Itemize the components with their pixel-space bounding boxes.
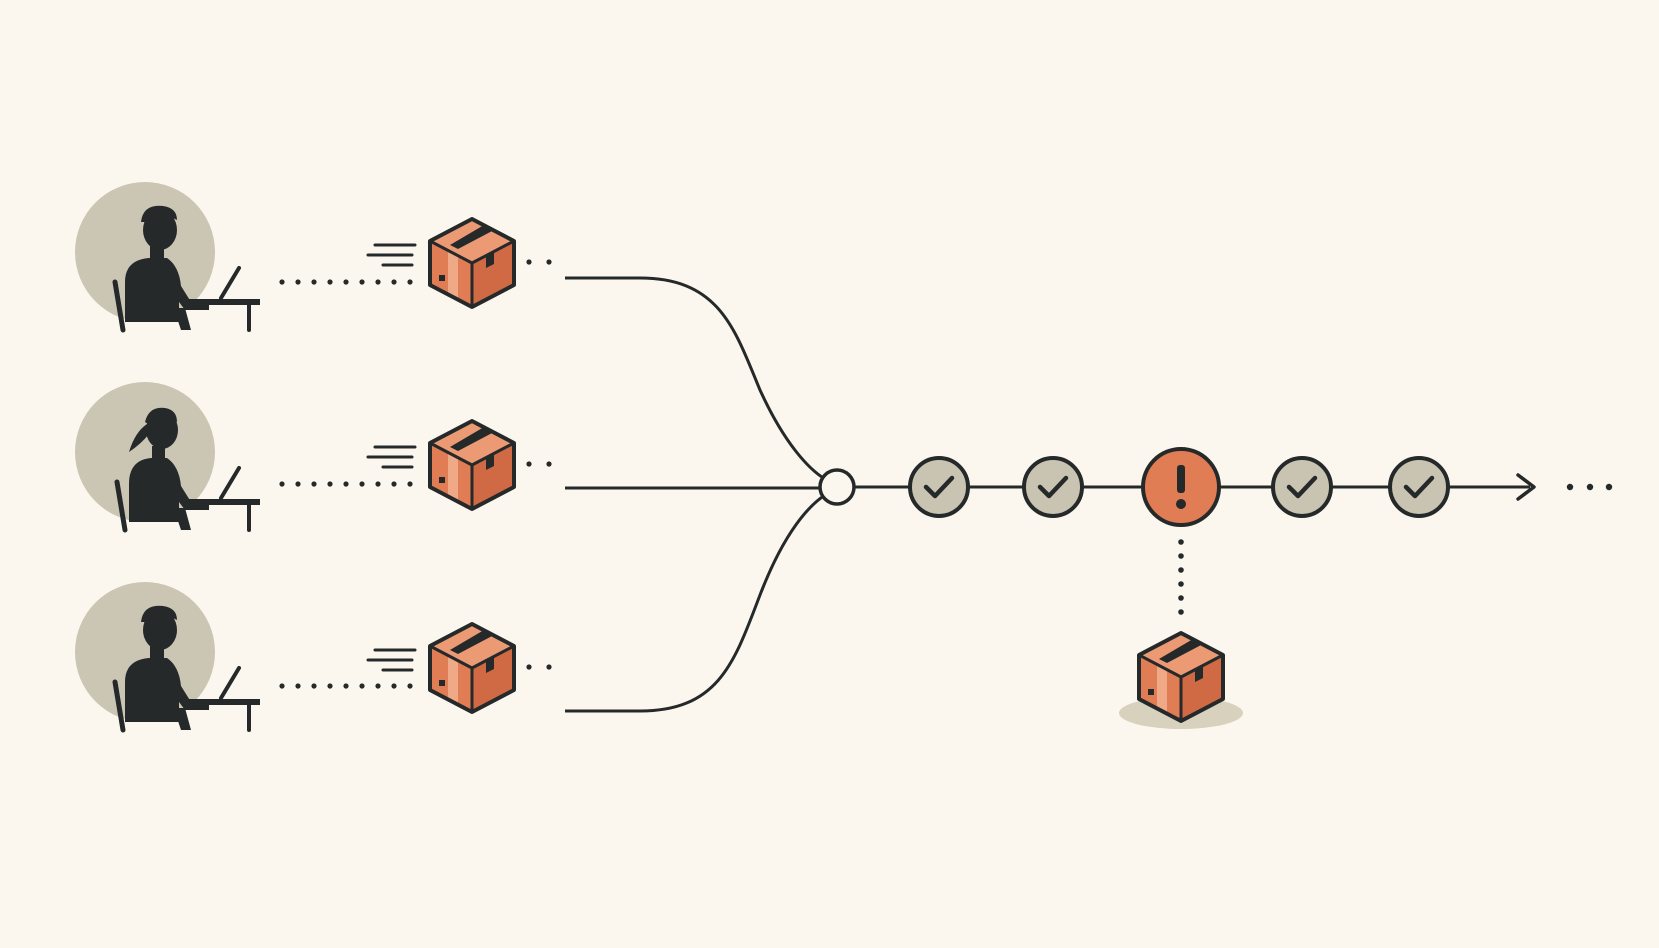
dot xyxy=(1586,483,1594,491)
dot xyxy=(343,481,349,487)
dot xyxy=(391,683,397,689)
dot xyxy=(546,259,552,265)
dotted-connector xyxy=(279,683,413,689)
dot xyxy=(546,664,552,670)
dot xyxy=(375,279,381,285)
dot xyxy=(343,683,349,689)
dot xyxy=(311,279,317,285)
dot xyxy=(407,481,413,487)
dot xyxy=(311,683,317,689)
pipeline-check-passed xyxy=(1022,456,1084,518)
dot xyxy=(343,279,349,285)
dot xyxy=(295,683,301,689)
dot xyxy=(279,279,285,285)
dot xyxy=(526,461,532,467)
exclamation-bar xyxy=(1177,465,1185,493)
dotted-connector xyxy=(279,481,413,487)
dot xyxy=(359,279,365,285)
dotted-connector xyxy=(526,259,552,265)
dot xyxy=(327,481,333,487)
dot xyxy=(1178,567,1184,573)
pipeline-check-passed xyxy=(1388,456,1450,518)
dot xyxy=(1566,483,1574,491)
package-box-icon xyxy=(428,622,516,714)
dot xyxy=(391,279,397,285)
merge-point-icon xyxy=(818,468,856,506)
dot xyxy=(407,279,413,285)
dot xyxy=(407,683,413,689)
pipeline-check-failed xyxy=(1141,447,1221,527)
package-group xyxy=(366,217,552,309)
package-box-icon xyxy=(1137,631,1225,723)
dot xyxy=(295,481,301,487)
package-box-icon xyxy=(428,419,516,511)
passed-check-circle xyxy=(908,456,970,518)
passed-check-circle xyxy=(1271,456,1333,518)
dot xyxy=(1605,483,1613,491)
developer-at-laptop-icon xyxy=(75,382,260,530)
flow-curve xyxy=(565,493,826,713)
dot xyxy=(526,664,532,670)
developer-at-laptop-icon xyxy=(75,182,260,330)
dot xyxy=(295,279,301,285)
dot xyxy=(359,481,365,487)
arrow-right-icon xyxy=(1516,473,1536,501)
dot xyxy=(359,683,365,689)
pipeline-check-passed xyxy=(908,456,970,518)
dot xyxy=(279,481,285,487)
package-box-icon xyxy=(428,217,516,309)
dot xyxy=(327,279,333,285)
dot xyxy=(1178,595,1184,601)
dot xyxy=(311,481,317,487)
passed-check-circle xyxy=(1388,456,1450,518)
dot xyxy=(1178,553,1184,559)
pipeline-check-passed xyxy=(1271,456,1333,518)
developer-at-laptop-icon xyxy=(75,582,260,730)
dot xyxy=(391,481,397,487)
passed-check-circle xyxy=(1022,456,1084,518)
package-group xyxy=(366,419,552,511)
flow-curve xyxy=(565,276,826,481)
package-group xyxy=(366,622,552,714)
dotted-connector xyxy=(526,664,552,670)
dot xyxy=(375,683,381,689)
dot xyxy=(526,259,532,265)
exclamation-dot xyxy=(1176,499,1186,509)
dot xyxy=(375,481,381,487)
dot xyxy=(1178,539,1184,545)
dotted-drop xyxy=(1178,539,1184,615)
exclamation-icon xyxy=(1176,465,1186,509)
dot xyxy=(546,461,552,467)
dot xyxy=(1178,581,1184,587)
dot xyxy=(1178,609,1184,615)
ellipsis-icon xyxy=(1566,483,1613,491)
dotted-connector xyxy=(279,279,413,285)
dot xyxy=(279,683,285,689)
dotted-connector xyxy=(526,461,552,467)
dot xyxy=(327,683,333,689)
